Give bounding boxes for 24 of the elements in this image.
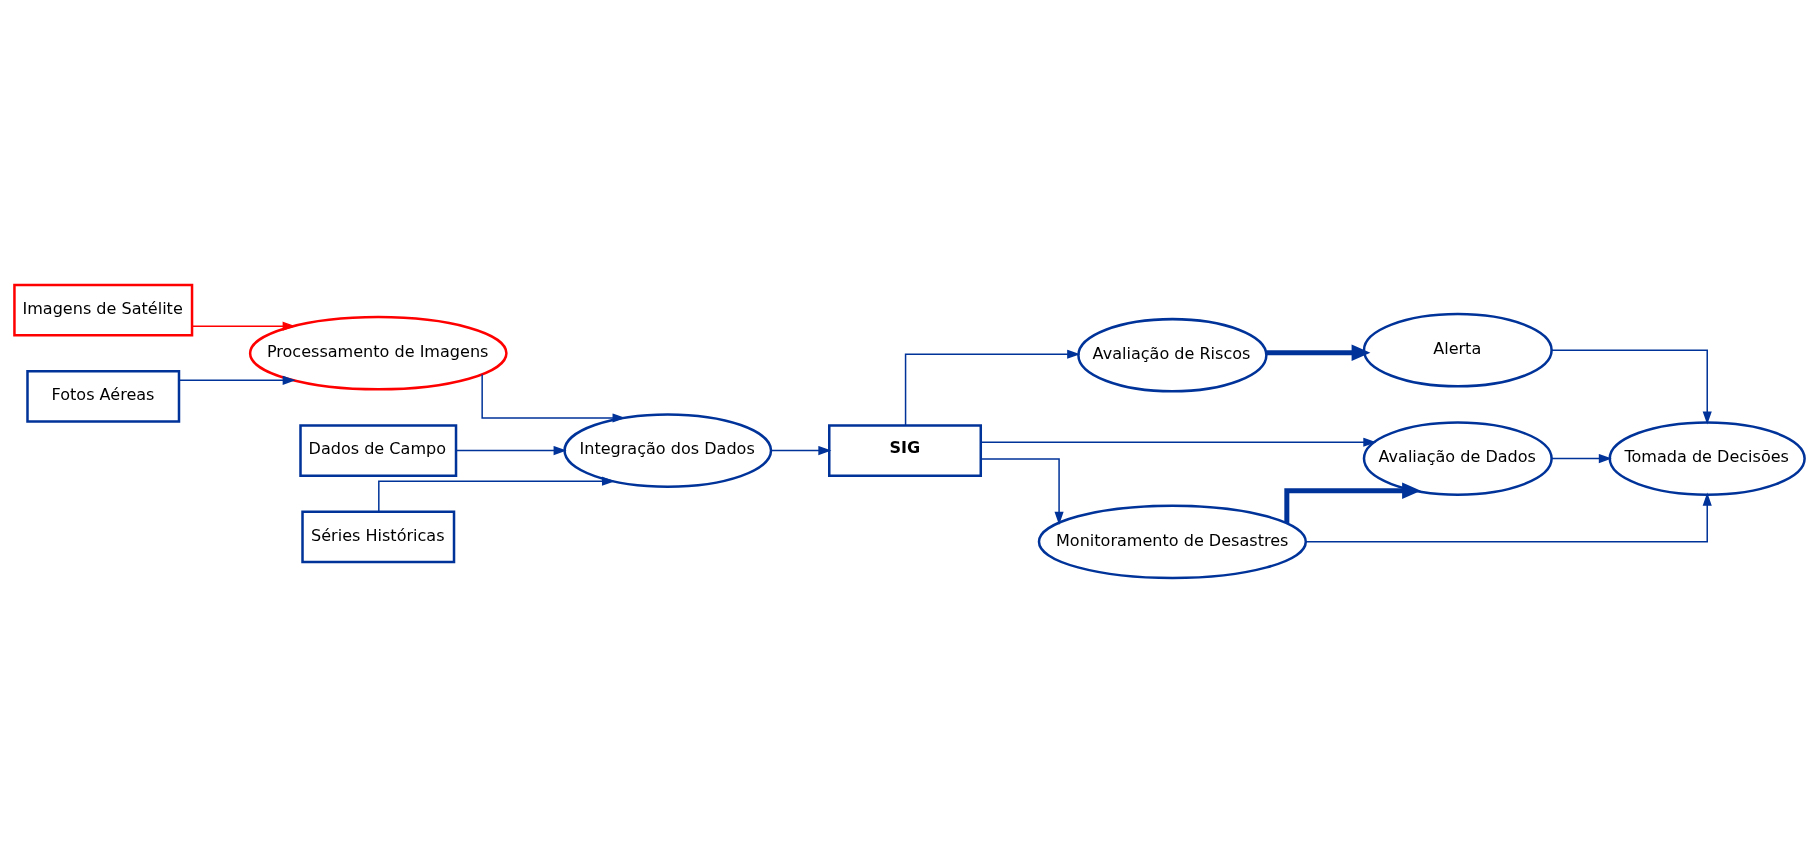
arrow [1304,492,1712,543]
arrow [377,476,615,512]
arrow [1266,344,1370,361]
arrow [177,375,296,385]
arrow [480,373,626,423]
node-ellipse: Tomada de Decisões [1608,420,1806,496]
arrow [769,445,831,455]
arrow [904,349,1080,426]
arrow [454,445,567,455]
arrow [190,321,296,331]
arrow [1550,453,1612,463]
node-ellipse: Monitoramento de Desastres [1037,504,1307,579]
arrow [979,457,1064,525]
arrow [1550,348,1712,424]
node-ellipse: Alerta [1362,312,1553,388]
node-box: Imagens de Satélite [12,283,193,336]
node-box: SIG [827,423,982,477]
node-box: Dados de Campo [298,423,457,477]
node-ellipse: Avaliação de Riscos [1076,317,1268,393]
node-ellipse: Processamento de Imagens [248,315,508,391]
arrow [979,437,1376,447]
node-box: Fotos Aéreas [25,369,180,423]
node-box: Séries Históricas [300,510,455,563]
arrow [1283,481,1421,523]
